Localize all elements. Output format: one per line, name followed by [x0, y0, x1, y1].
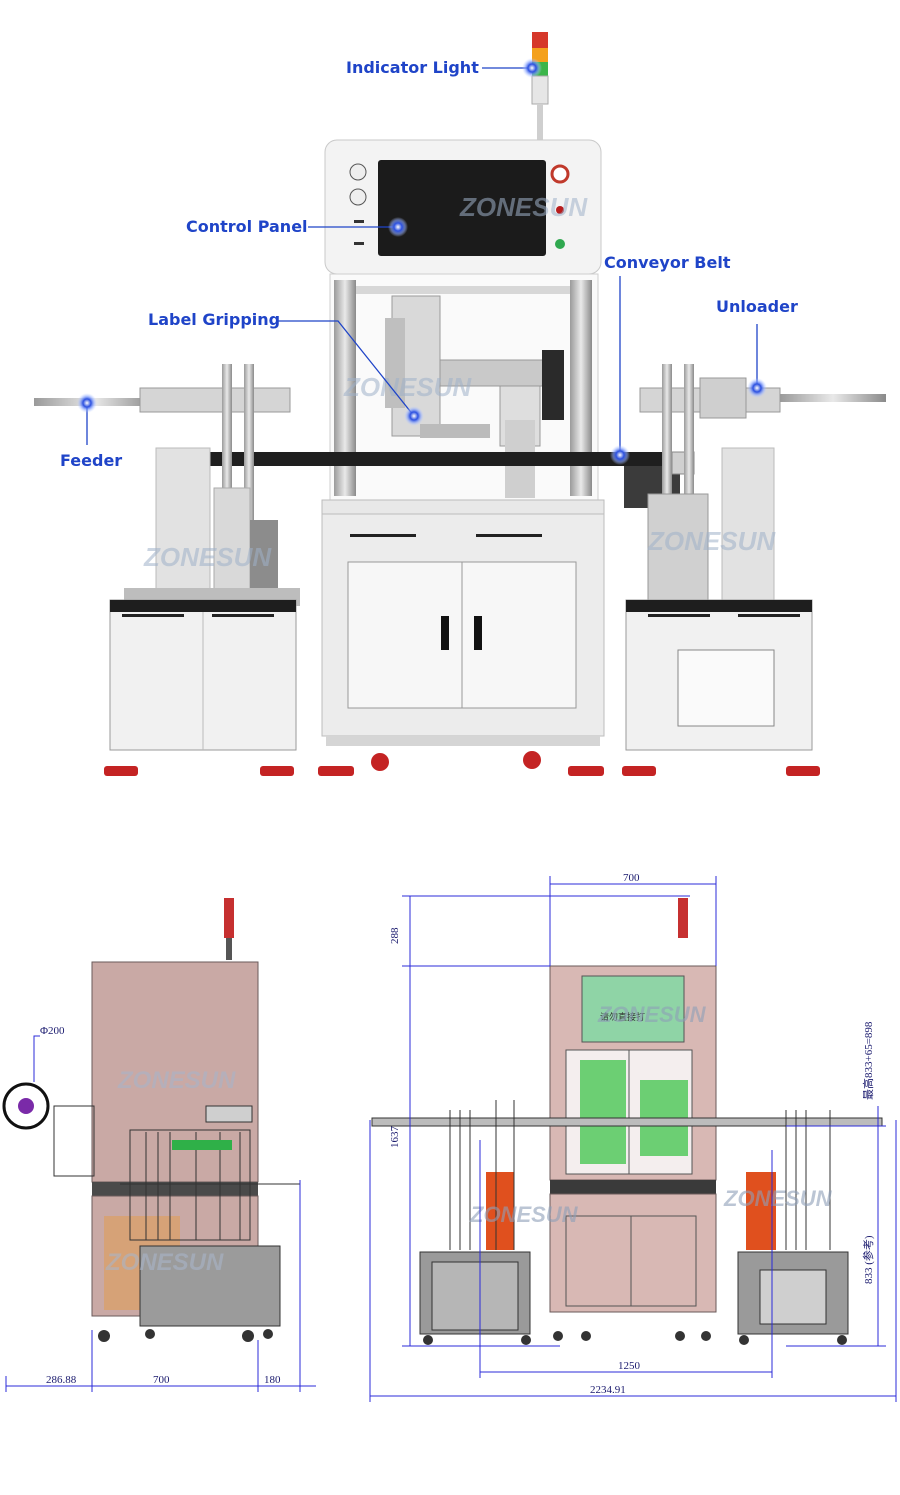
red-feet: [104, 751, 820, 776]
front-dim-total-width: 2234.91: [590, 1384, 626, 1396]
control-panel-dot: [388, 217, 408, 237]
svg-text:ZONESUN: ZONESUN: [105, 1249, 224, 1276]
screen-text: 请勿直接打: [600, 1011, 645, 1023]
machine-render: ZONESUN ZONESUN ZONESUN ZONESUN: [34, 32, 886, 776]
unloader-dot: [747, 378, 767, 398]
label-gripping-dot: [404, 406, 424, 426]
side-dim-right: 180: [264, 1374, 281, 1386]
indicator-dot: [522, 58, 542, 78]
side-dim-middle: 700: [153, 1374, 170, 1386]
front-dim-table-height: 833 (参考): [861, 1235, 875, 1284]
svg-text:ZONESUN: ZONESUN: [459, 192, 588, 222]
callout-label-gripping: Label Gripping: [148, 310, 281, 329]
render-watermarks: ZONESUN ZONESUN ZONESUN ZONESUN: [143, 192, 776, 572]
callout-unloader: Unloader: [716, 297, 798, 316]
roll-diameter-label: Φ200: [40, 1025, 65, 1037]
front-dim-total-height: 1637: [389, 1126, 401, 1149]
control-panel-housing: [324, 139, 602, 275]
side-dim-left: 286.88: [46, 1374, 77, 1386]
callout-conveyor-belt: Conveyor Belt: [604, 253, 731, 272]
callout-feeder: Feeder: [60, 451, 123, 470]
svg-text:ZONESUN: ZONESUN: [343, 372, 472, 402]
callout-control-panel: Control Panel: [186, 217, 308, 236]
front-dim-top-height: 288: [389, 927, 401, 944]
conveyor-dot: [610, 445, 630, 465]
callout-dots: [77, 58, 767, 465]
svg-text:ZONESUN: ZONESUN: [143, 542, 272, 572]
callout-indicator-light: Indicator Light: [346, 58, 479, 77]
front-view-drawing: 请勿直接打: [369, 872, 897, 1402]
svg-text:ZONESUN: ZONESUN: [597, 1002, 707, 1027]
center-cabinet: [321, 499, 605, 746]
feeder-dot: [77, 393, 97, 413]
callout-leaders: [86, 67, 758, 455]
front-dim-top-width: 700: [623, 872, 640, 884]
front-dim-right-height: 最高833+65=898: [861, 1021, 875, 1100]
svg-text:ZONESUN: ZONESUN: [469, 1202, 579, 1227]
side-view-drawing: Φ200 ZONESUN ZONESUN 286.88 700 180: [2, 898, 316, 1392]
svg-text:ZONESUN: ZONESUN: [117, 1067, 236, 1094]
feeder-station: [34, 364, 300, 751]
svg-text:ZONESUN: ZONESUN: [723, 1186, 833, 1211]
unloader-station: [625, 364, 886, 751]
indicator-light-tower: [531, 32, 549, 140]
front-dim-inner-width: 1250: [618, 1360, 641, 1372]
svg-text:ZONESUN: ZONESUN: [647, 526, 776, 556]
